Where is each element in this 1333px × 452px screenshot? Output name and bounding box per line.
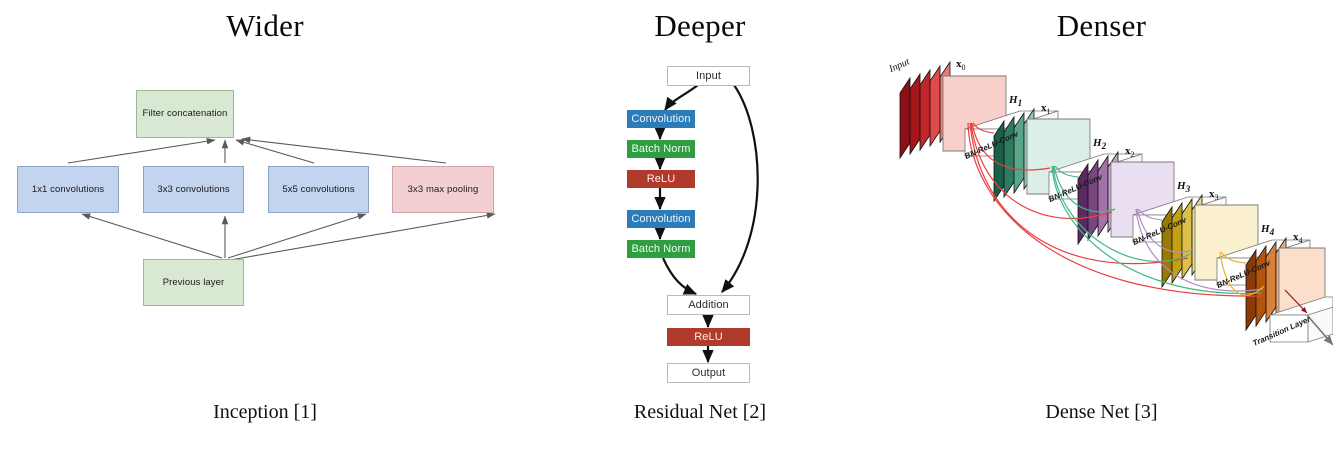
inception-node-conv-3x3[interactable]: 3x3 convolutions [143,166,244,213]
resnet-node-label: Addition [688,299,729,311]
resnet-node-batch-norm-1[interactable]: Batch Norm [627,140,695,158]
resnet-node-convolution-1[interactable]: Convolution [627,110,695,128]
edge-bn2-to-addition [661,257,698,296]
densenet-label-h2: H2 [1093,137,1107,152]
panel-densenet: Denser [870,0,1333,452]
densenet-transition-arrow [1284,289,1308,314]
resnet-node-label: Batch Norm [631,143,691,155]
resnet-node-label: ReLU [646,173,676,185]
inception-node-label: Previous layer [162,276,225,288]
densenet-label-h4: H4 [1261,223,1275,238]
inception-node-previous-layer[interactable]: Previous layer [143,259,244,306]
densenet-skip-connections [967,122,1265,297]
resnet-node-input[interactable]: Input [667,66,750,86]
panel-caption-inception: Inception [1] [213,401,317,423]
edge-maxpool-to-concat [241,136,447,164]
resnet-arrows [654,84,759,364]
edge-input-skip-to-addition [721,84,759,293]
resnet-node-output[interactable]: Output [667,363,750,383]
inception-node-conv-1x1[interactable]: 1x1 convolutions [17,166,119,213]
resnet-node-label: Output [691,367,726,379]
resnet-node-label: Convolution [631,213,691,225]
resnet-node-label: Batch Norm [631,243,691,255]
densenet-label-x0: x0 [956,58,966,73]
inception-node-label: Filter concatenation [142,108,228,119]
panel-resnet: Deeper Input Convolution [530,0,870,452]
edge-conv5x5-to-concat [235,139,315,164]
resnet-node-label: ReLU [694,331,723,343]
densenet-graphic [899,60,1333,346]
resnet-node-label: Input [696,70,721,82]
inception-node-label: 3x3 max pooling [407,183,479,195]
resnet-node-relu-2[interactable]: ReLU [667,328,750,346]
inception-arrows [67,136,496,261]
inception-node-label: 1x1 convolutions [31,183,105,195]
edge-conv1x1-to-concat [67,138,216,164]
edge-prev-to-conv5x5 [227,213,367,259]
densenet-label-h1: H1 [1009,94,1023,109]
edge-input-to-conv1 [664,84,699,111]
panel-title-deeper: Deeper [654,8,746,43]
edge-prev-to-conv1x1 [81,213,223,259]
panel-caption-resnet: Residual Net [2] [633,401,767,423]
inception-node-max-pooling[interactable]: 3x3 max pooling [392,166,494,213]
panel-caption-densenet: Dense Net [3] [1045,401,1158,423]
resnet-node-relu-1[interactable]: ReLU [627,170,695,188]
resnet-node-addition[interactable]: Addition [667,295,750,315]
resnet-node-label: Convolution [631,113,691,125]
edge-prev-to-maxpool [229,212,496,261]
densenet-block-input [899,60,1007,160]
inception-node-label: 3x3 convolutions [157,183,230,195]
densenet-label-x1: x1 [1041,102,1051,117]
resnet-node-batch-norm-2[interactable]: Batch Norm [627,240,695,258]
densenet-label-h3: H3 [1177,180,1191,195]
panel-title-denser: Denser [1056,8,1147,43]
densenet-block-2 [1077,150,1175,246]
densenet-label-x3: x3 [1209,188,1219,203]
inception-node-label: 5x5 convolutions [282,183,355,195]
densenet-transition-slab [1269,296,1333,346]
densenet-block-1 [993,107,1091,203]
resnet-node-convolution-2[interactable]: Convolution [627,210,695,228]
panel-inception: Wider Filter concatenation 1x1 convoluti… [0,0,530,452]
inception-node-conv-5x5[interactable]: 5x5 convolutions [268,166,369,213]
densenet-label-x2: x2 [1125,145,1135,160]
densenet-label-x4: x4 [1293,231,1303,246]
panel-title-wider: Wider [226,8,304,43]
inception-node-filter-concatenation[interactable]: Filter concatenation [136,90,234,138]
